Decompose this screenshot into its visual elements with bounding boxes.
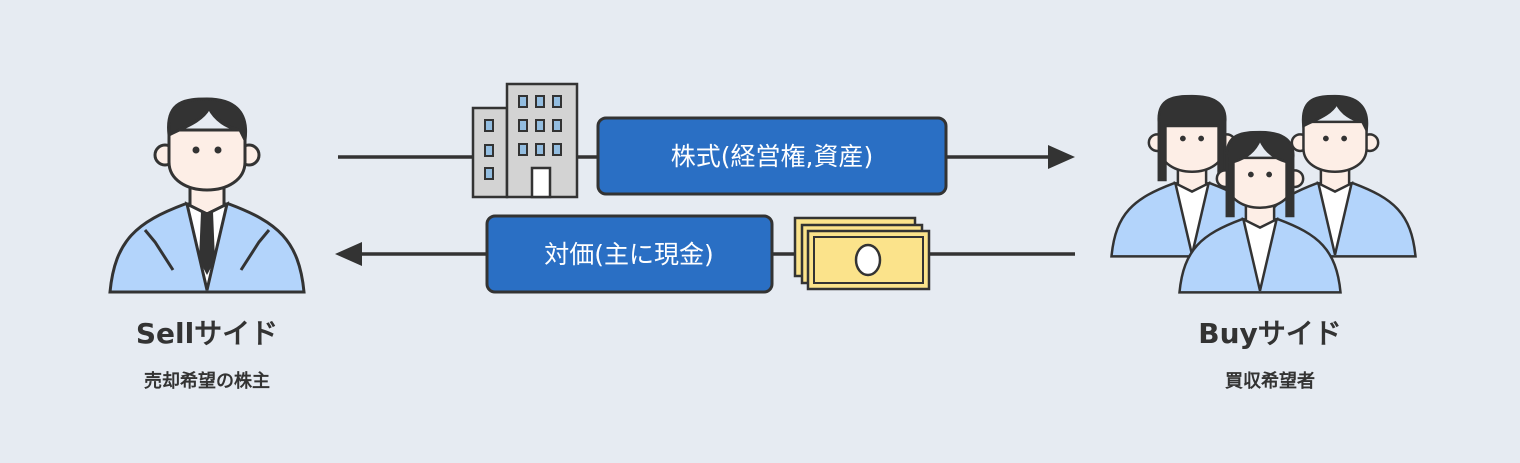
- arrow-right-icon: [1048, 145, 1075, 169]
- payment-flow: 対価(主に現金): [335, 214, 1075, 294]
- payment-box: [485, 214, 774, 294]
- buy-side-subtitle: 買収希望者: [1225, 370, 1315, 392]
- buyer-front-icon: [1178, 130, 1342, 294]
- sell-person-icon: [108, 97, 306, 294]
- payment-label: 対価(主に現金): [544, 240, 714, 269]
- sell-side-subtitle: 売却希望の株主: [144, 370, 270, 392]
- shares-flow: 株式(経営権,資産): [338, 82, 1075, 199]
- buyer-right-icon: [1253, 94, 1417, 258]
- buyer-group-icon: [1110, 94, 1417, 294]
- money-icon: [793, 216, 931, 291]
- shares-box: [596, 116, 948, 196]
- buy-side-title: Buyサイド: [1198, 317, 1342, 350]
- shares-label: 株式(経営権,資産): [671, 142, 873, 171]
- arrow-left-icon: [335, 242, 362, 266]
- sell-side-title: Sellサイド: [136, 317, 278, 350]
- building-icon: [471, 82, 579, 199]
